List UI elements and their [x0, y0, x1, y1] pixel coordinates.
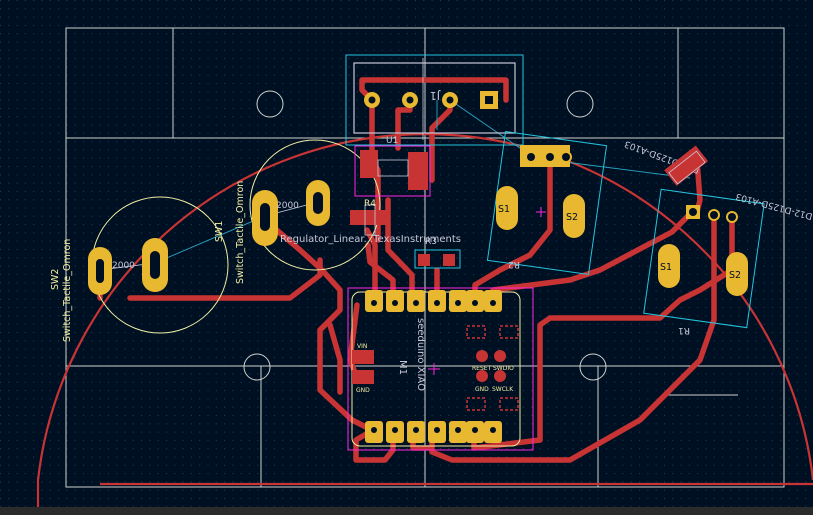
sw1-value: Switch_Tactile_Omron: [235, 181, 246, 284]
regulator-u1[interactable]: U1 Regulator_Linear...TexasInstruments: [280, 136, 461, 245]
sw1-pad1: 1: [314, 198, 320, 209]
m1-vin-label: VIN: [357, 343, 367, 350]
sw2-pad2: 2: [97, 264, 103, 275]
u1-ref: U1: [386, 136, 398, 146]
m1-swclk-label: SWCLK: [492, 386, 514, 393]
m1-gnd-label: GND: [356, 387, 370, 394]
resistor-r4[interactable]: R4: [350, 199, 388, 236]
m1-bottom-pads: [365, 421, 502, 443]
connector-j1[interactable]: J1: [345, 54, 524, 146]
edge-cuts: [65, 27, 785, 488]
m1-reset-label: RESET: [472, 365, 492, 372]
r2-s2: S2: [566, 212, 578, 223]
switch-sw2[interactable]: 2 1 2000 Switch_Tactile_Omron SW2: [50, 196, 229, 342]
m1-value: seeduino XIAO: [415, 318, 426, 391]
ratsnest: [154, 99, 691, 264]
r2-ref: R2: [508, 259, 520, 269]
component-d-small[interactable]: [664, 145, 709, 186]
board-outline-arc: [36, 132, 813, 481]
sw2-ref: SW2: [50, 269, 61, 290]
sw2-pad1: 1: [152, 260, 158, 271]
u1-value: Regulator_Linear...TexasInstruments: [280, 234, 461, 245]
m1-top-pads: [365, 290, 502, 312]
m1-gnd2-label: GND: [475, 386, 489, 393]
m1-swdio-label: SWDIO: [493, 365, 514, 372]
r1-s2: S2: [729, 270, 741, 281]
module-m1[interactable]: VIN GND RESET SWDIO GND SWCLK M1 seeduin…: [347, 287, 534, 451]
m1-vin-pad: [352, 350, 374, 364]
r4-ref: R4: [364, 199, 376, 209]
sw1-ref: SW1: [214, 221, 225, 242]
sw2-value: Switch_Tactile_Omron: [62, 239, 73, 342]
window-bottom-bar: [0, 507, 813, 515]
sw2-inner: 2000: [112, 261, 135, 271]
j1-ref: J1: [430, 89, 441, 102]
switch-sw1[interactable]: 2 1 2000 Switch_Tactile_Omron SW1: [214, 139, 381, 284]
r1-ref: R1: [678, 325, 690, 335]
r2-s1: S1: [498, 204, 510, 215]
resistor-r3[interactable]: R3: [414, 237, 461, 269]
sw1-inner: 2000: [276, 201, 299, 211]
sw1-pad2: 2: [262, 209, 268, 220]
r3-ref: R3: [425, 237, 437, 247]
r1-s1: S1: [660, 262, 672, 273]
m1-gnd-pad: [352, 370, 374, 384]
m1-ref: M1: [397, 360, 408, 375]
